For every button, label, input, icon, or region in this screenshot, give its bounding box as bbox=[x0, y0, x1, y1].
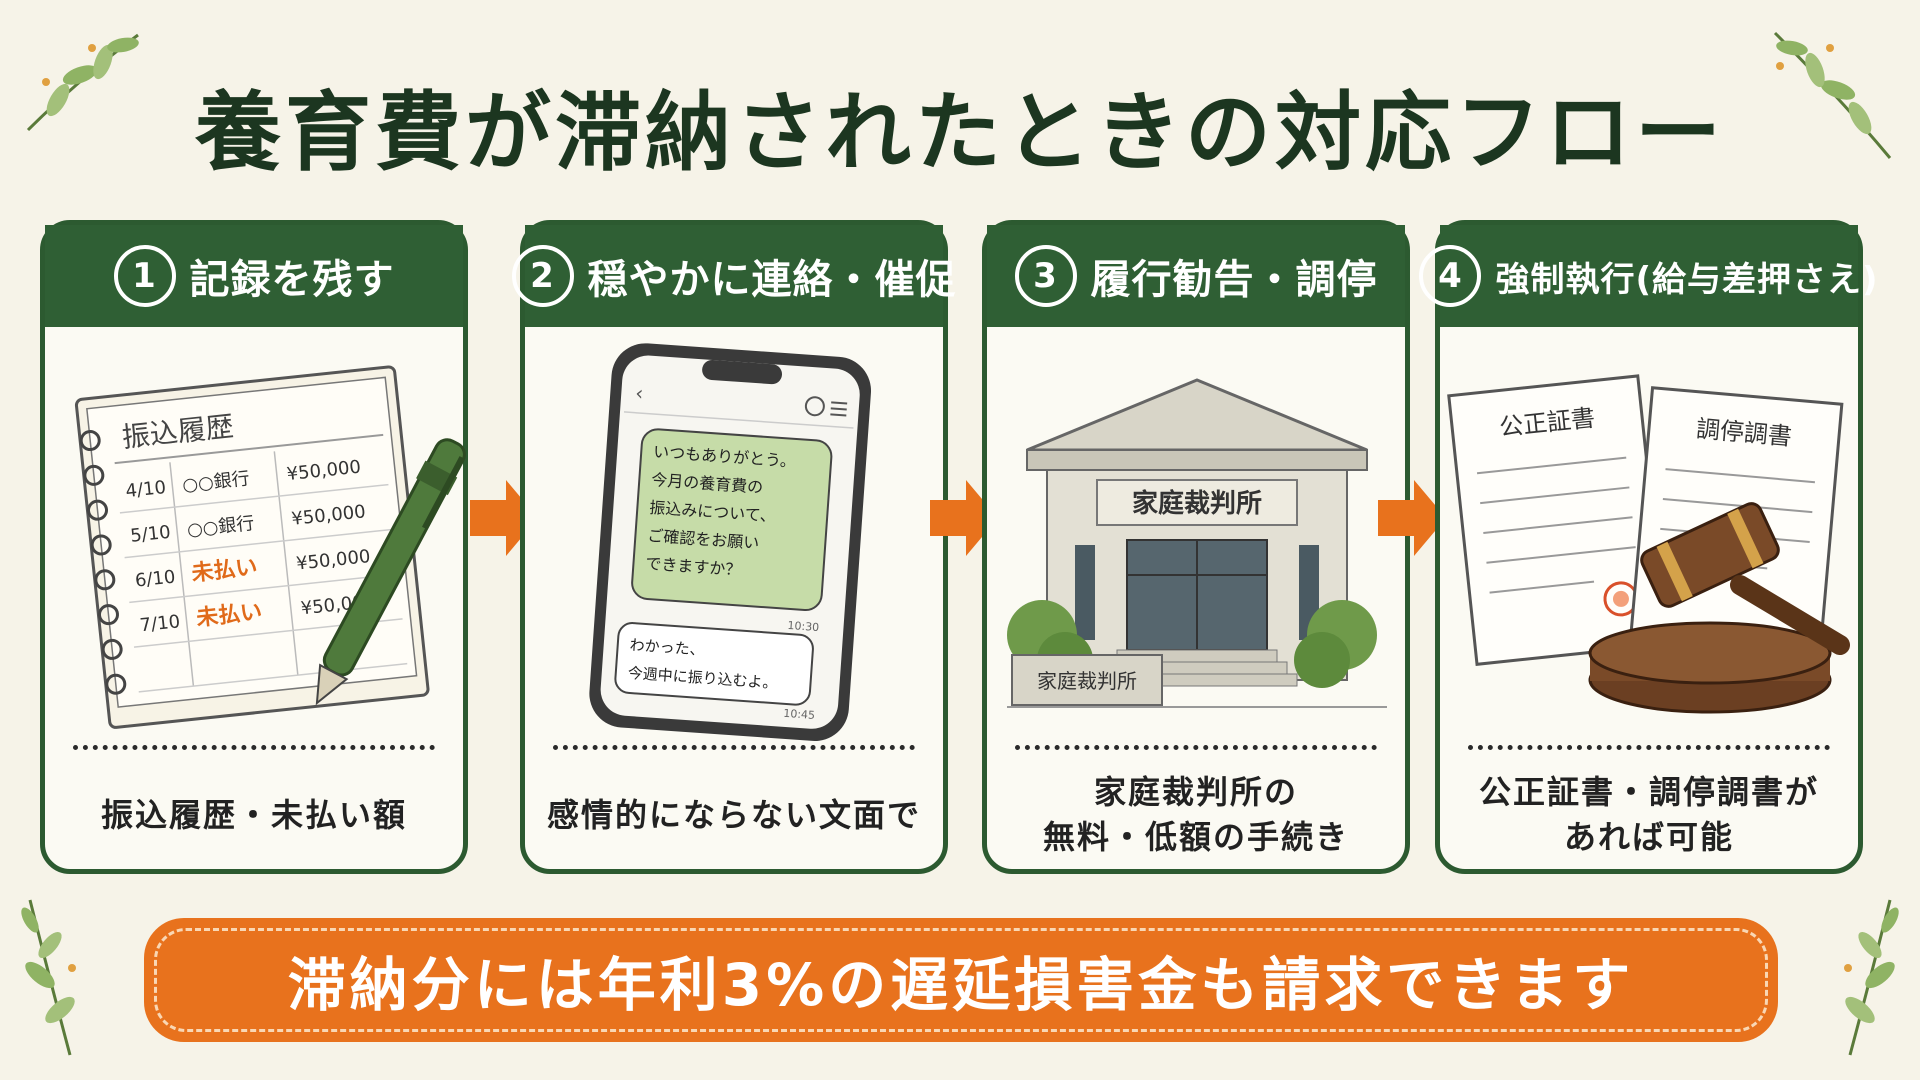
step-card-1: 1 記録を残す 振込履歴 4/10 ○○銀行 ¥50,000 5/10 bbox=[40, 220, 468, 874]
step-heading-1: 記録を残す bbox=[189, 257, 395, 303]
leaf-sprig-icon bbox=[21, 899, 76, 1056]
back-icon: ‹ bbox=[635, 381, 645, 405]
arrow-right-icon bbox=[930, 480, 998, 556]
row-date: 4/10 bbox=[125, 477, 167, 502]
arrow-right-icon bbox=[1378, 480, 1446, 556]
step-caption-3: 家庭裁判所の 無料・低額の手続き bbox=[997, 765, 1395, 865]
document-icon: 公正証書 調停調書 bbox=[1447, 374, 1850, 714]
row-date: 6/10 bbox=[134, 566, 176, 591]
court-sign: 家庭裁判所 bbox=[1132, 488, 1262, 519]
caption-line: 振込履歴・未払い額 bbox=[100, 795, 407, 834]
row-date: 7/10 bbox=[139, 611, 181, 636]
step-caption-1: 振込履歴・未払い額 bbox=[55, 765, 453, 865]
leaf-sprig-icon bbox=[1773, 31, 1892, 159]
step-heading-2: 穏やかに連絡・催促 bbox=[587, 257, 957, 303]
divider bbox=[1015, 745, 1377, 750]
step-header-4: 4 強制執行(給与差押さえ) bbox=[1419, 225, 1878, 327]
divider bbox=[1468, 745, 1830, 750]
divider bbox=[553, 745, 915, 750]
caption-line: 家庭裁判所の bbox=[1093, 773, 1298, 812]
leaf-sprig-icon bbox=[1844, 899, 1899, 1056]
step-header-2: 2 穏やかに連絡・催促 bbox=[511, 225, 956, 327]
row-date: 5/10 bbox=[129, 522, 171, 547]
step-card-2: 2 穏やかに連絡・催促 ‹ いつもありがとう。 今月の養育費の 振込みについて、… bbox=[511, 220, 956, 874]
step-number-1: 1 bbox=[113, 245, 176, 307]
page-title: 養育費が滞納されたときの対応フロー bbox=[195, 83, 1725, 183]
chat-reply-line: わかった、 bbox=[629, 636, 705, 659]
gavel-icon bbox=[1588, 502, 1850, 714]
banner-text: 滞納分には年利3%の遅延損害金も請求できます bbox=[154, 928, 1768, 1032]
step-heading-3: 履行勧告・調停 bbox=[1090, 257, 1378, 303]
pen-icon bbox=[315, 438, 466, 706]
ground-sign: 家庭裁判所 bbox=[1037, 669, 1137, 693]
notebook-icon: 振込履歴 4/10 ○○銀行 ¥50,000 5/10 ○○銀行 ¥50,000… bbox=[74, 365, 466, 729]
step-card-3: 3 履行勧告・調停 家庭裁判所 家庭裁判所 家庭裁判所の 無料・低額の手続き bbox=[982, 220, 1410, 874]
bottom-banner: 滞納分には年利3%の遅延損害金も請求できます bbox=[144, 918, 1778, 1042]
step-caption-2: 感情的にならない文面で bbox=[535, 765, 933, 865]
caption-line: あれば可能 bbox=[1563, 818, 1734, 856]
step-caption-4: 公正証書・調停調書が あれば可能 bbox=[1450, 765, 1848, 865]
caption-line: 無料・低額の手続き bbox=[1042, 818, 1349, 856]
step-number-3: 3 bbox=[1014, 245, 1077, 307]
divider bbox=[73, 745, 435, 750]
step-card-4: 4 強制執行(給与差押さえ) 公正証書 調停調書 bbox=[1419, 220, 1878, 874]
step-heading-4: 強制執行(給与差押さえ) bbox=[1495, 259, 1879, 300]
chat-reply-time: 10:45 bbox=[783, 707, 816, 722]
step-header-3: 3 履行勧告・調停 bbox=[987, 225, 1405, 327]
step-number-4: 4 bbox=[1419, 245, 1482, 307]
courthouse-icon: 家庭裁判所 家庭裁判所 bbox=[1007, 378, 1387, 708]
chat-sent-time: 10:30 bbox=[787, 619, 820, 634]
smartphone-icon: ‹ いつもありがとう。 今月の養育費の 振込みについて、 ご確認をお願い できま… bbox=[589, 343, 872, 741]
caption-line: 公正証書・調停調書が bbox=[1478, 773, 1819, 812]
leaf-sprig-icon bbox=[26, 33, 139, 132]
step-number-2: 2 bbox=[511, 245, 574, 307]
step-header-1: 1 記録を残す bbox=[45, 225, 463, 327]
caption-line: 感情的にならない文面で bbox=[546, 795, 921, 834]
